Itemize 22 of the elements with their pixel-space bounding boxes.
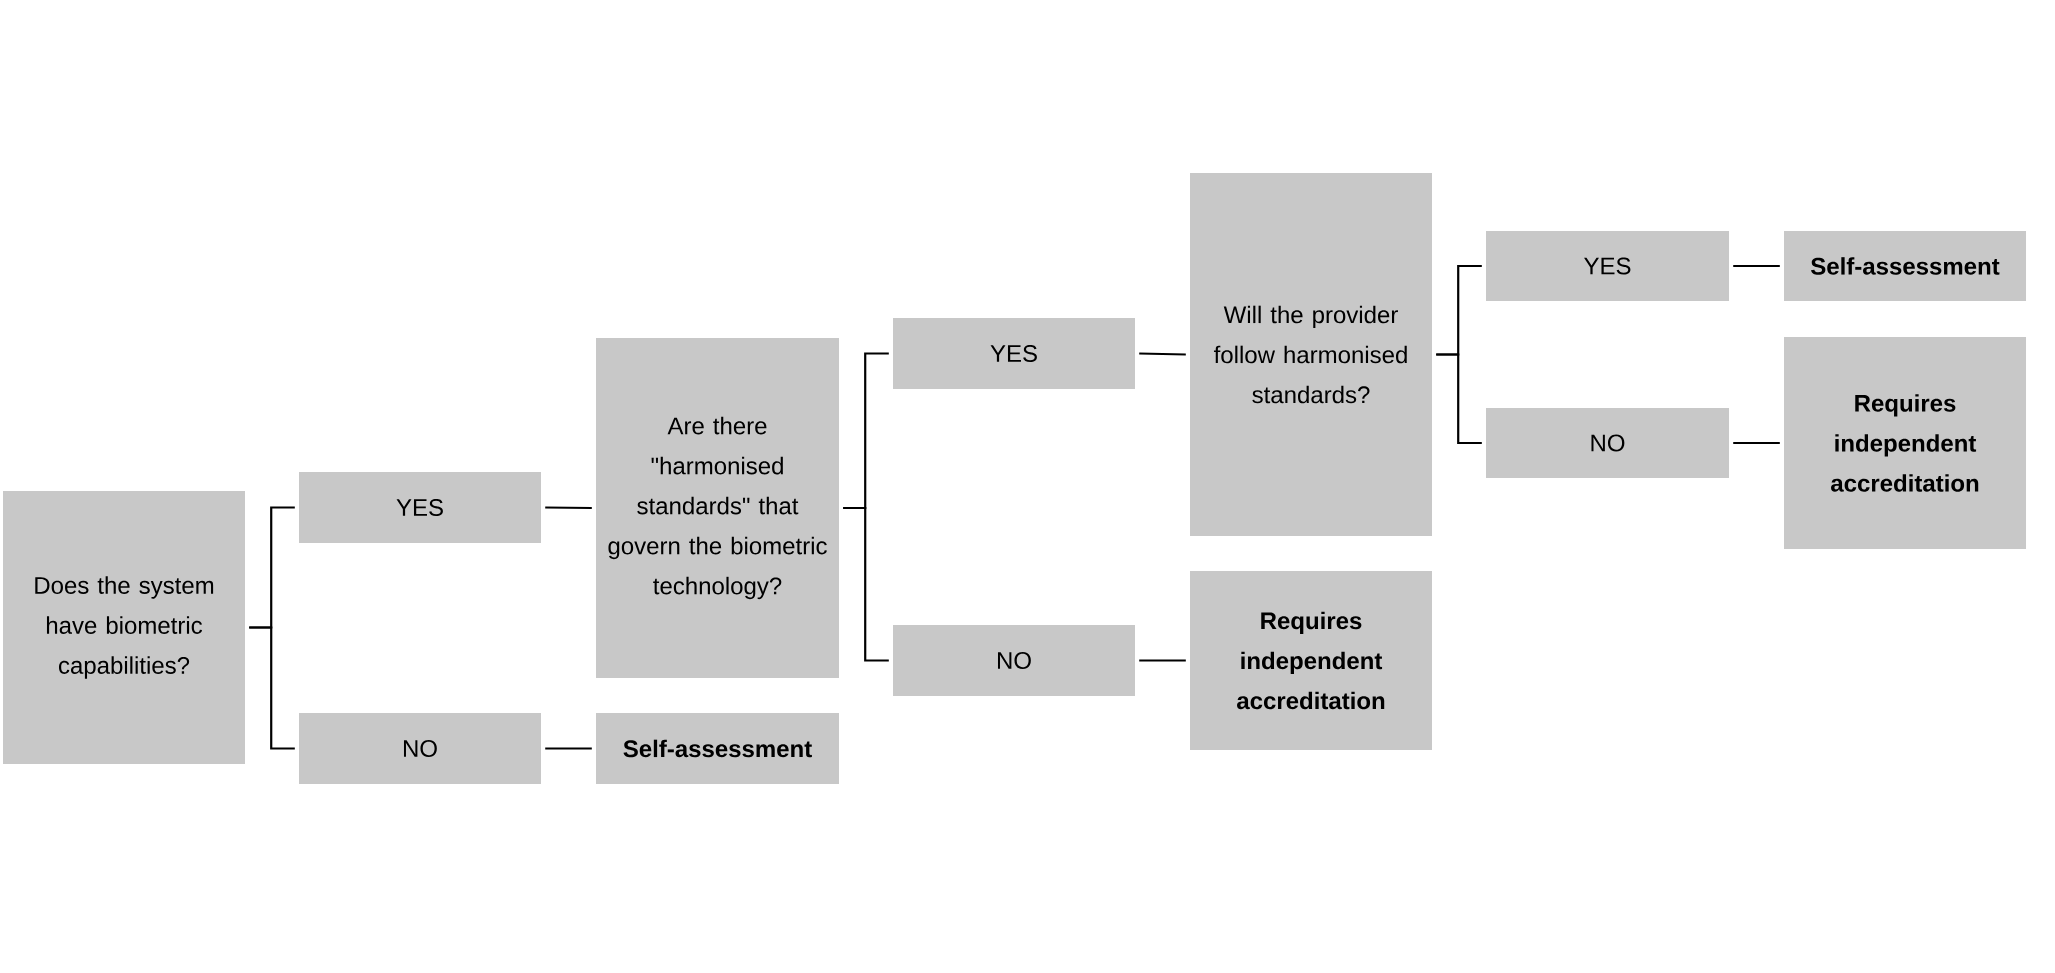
answer-box: NO bbox=[893, 625, 1135, 696]
connector-line bbox=[545, 747, 592, 750]
connector-line bbox=[1733, 441, 1780, 445]
connector-line bbox=[843, 506, 889, 662]
outcome-box: Self-assessment bbox=[1784, 231, 2026, 301]
outcome-box: Requires independent accreditation bbox=[1784, 337, 2026, 549]
connector-line bbox=[1436, 353, 1482, 445]
connector-line bbox=[545, 506, 592, 510]
answer-box: NO bbox=[1486, 408, 1729, 478]
connector-line bbox=[1139, 659, 1186, 662]
outcome-box: Requires independent accreditation bbox=[1190, 571, 1432, 750]
answer-box: YES bbox=[1486, 231, 1729, 301]
question-box: Will the provider follow harmonised standards? bbox=[1190, 173, 1432, 536]
answer-box: NO bbox=[299, 713, 541, 784]
outcome-box: Self-assessment bbox=[596, 713, 839, 784]
question-box: Does the system have biometric capabilities? bbox=[3, 491, 245, 764]
connector-line bbox=[1733, 264, 1780, 268]
connector-line bbox=[249, 626, 295, 750]
connector-line bbox=[1139, 352, 1186, 356]
answer-box: YES bbox=[299, 472, 541, 543]
question-box: Are there "harmonised standards" that govern the biometric technology? bbox=[596, 338, 839, 678]
answer-box: YES bbox=[893, 318, 1135, 389]
